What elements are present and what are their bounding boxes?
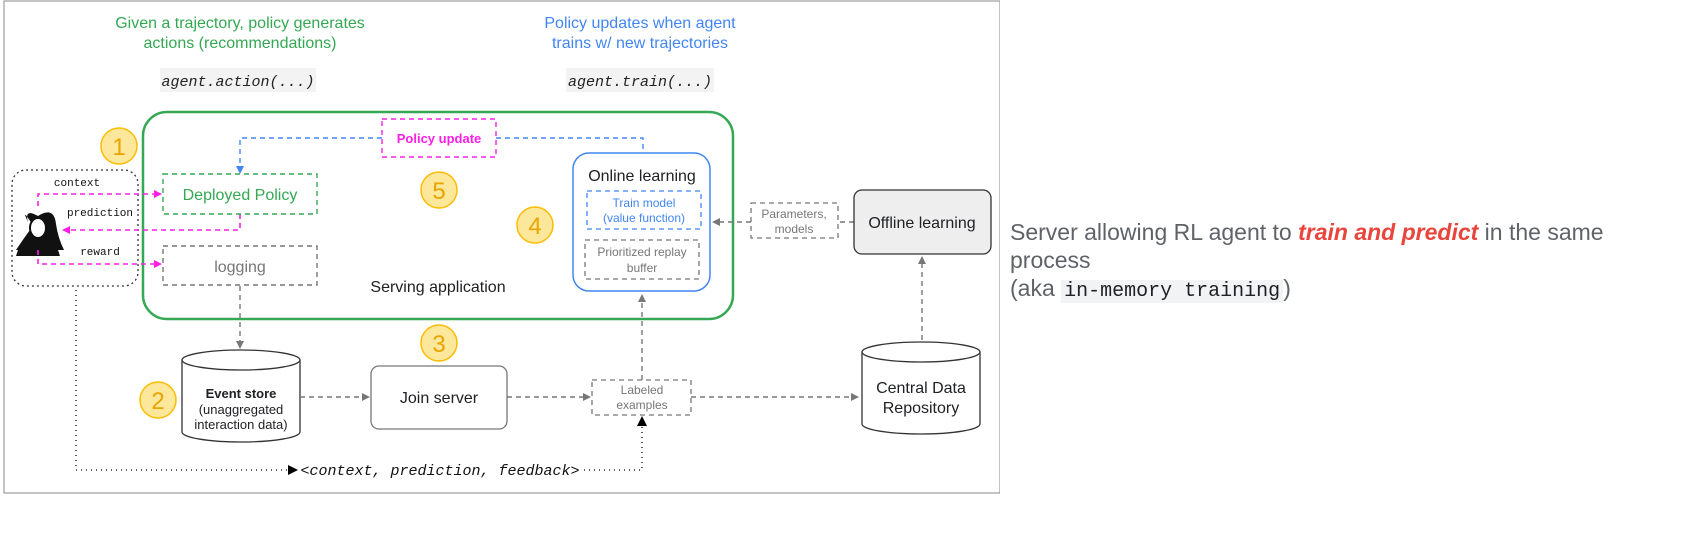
event-store-line1: Event store (206, 386, 277, 401)
header-left-code-bg (160, 68, 316, 92)
user-reward-label: reward (80, 247, 120, 259)
architecture-diagram: Given a trajectory, policy generates act… (3, 0, 1000, 494)
central-repository-cylinder (861, 341, 981, 435)
header-left-line1: Given a trajectory, policy generates (115, 15, 365, 32)
replay-buffer-line2: buffer (627, 261, 657, 275)
labeled-examples-line2: examples (616, 398, 667, 412)
train-model-box (586, 190, 702, 230)
parameters-line2: models (775, 222, 814, 236)
replay-buffer-line1: Prioritized replay (597, 245, 686, 259)
policy-update-line-right (496, 137, 644, 152)
reward-arrow (37, 250, 162, 268)
policy-update-box (381, 118, 497, 158)
central-repository-line1: Central Data (876, 380, 966, 397)
step-1-badge: 1 (100, 127, 138, 165)
deployed-policy-box (162, 173, 318, 215)
offline-learning-label: Offline learning (868, 215, 975, 232)
event-store-cylinder (181, 349, 301, 443)
serving-application-label: Serving application (370, 279, 505, 296)
context-arrow (37, 190, 162, 206)
logging-label: logging (214, 259, 266, 276)
caption-highlight: train and predict (1298, 219, 1479, 245)
step-2-badge: 2 (139, 381, 177, 419)
train-model-line2: (value function) (603, 211, 685, 225)
step-5-label: 5 (432, 178, 445, 205)
step-5-badge: 5 (420, 171, 458, 209)
step-4-label: 4 (528, 213, 541, 240)
step-3-badge: 3 (420, 324, 458, 362)
event-store-line2: (unaggregated (199, 402, 284, 417)
feedback-line-left (75, 290, 298, 475)
replay-buffer-box (584, 239, 700, 280)
user-prediction-label: prediction (67, 208, 133, 220)
event-store-line3: interaction data) (194, 417, 287, 432)
caption-line2-after: ) (1283, 275, 1291, 301)
caption-line2-before: (aka (1010, 275, 1062, 301)
header-right-code: agent.train(...) (568, 74, 712, 91)
join-server-label: Join server (400, 390, 479, 407)
offline-learning-box (853, 189, 992, 255)
policy-update-arrow (236, 137, 382, 174)
step-3-label: 3 (432, 331, 445, 358)
logging-box (162, 245, 318, 286)
central-repository-line2: Repository (883, 400, 959, 417)
caption-before: Server allowing RL agent to (1010, 219, 1299, 245)
header-right-line1: Policy updates when agent (544, 15, 736, 32)
caption: Server allowing RL agent to train and pr… (1010, 218, 1680, 306)
step-1-label: 1 (112, 134, 125, 161)
parameters-line1: Parameters, (761, 207, 826, 221)
header-left-line2: actions (recommendations) (144, 35, 337, 52)
feedback-label: <context, prediction, feedback> (300, 463, 579, 480)
train-model-line1: Train model (613, 196, 676, 210)
header-right-line2: trains w/ new trajectories (552, 35, 728, 52)
caption-code: in-memory training (1061, 280, 1284, 303)
user-context-label: context (54, 178, 100, 190)
caption-after: in the same process (1010, 219, 1604, 273)
person-icon (16, 212, 64, 256)
online-learning-box (572, 152, 711, 292)
deployed-policy-label: Deployed Policy (183, 187, 298, 204)
serving-application-box (141, 110, 735, 321)
diagram-frame (3, 0, 1000, 494)
step-2-label: 2 (151, 388, 164, 415)
labeled-examples-line1: Labeled (621, 383, 664, 397)
policy-update-label: Policy update (397, 131, 482, 146)
header-right-code-bg (566, 68, 714, 92)
feedback-line-right (584, 416, 647, 471)
parameters-box (750, 202, 839, 239)
online-learning-title: Online learning (588, 168, 696, 185)
step-4-badge: 4 (516, 206, 554, 244)
header-left-code: agent.action(...) (161, 74, 314, 91)
labeled-examples-box (591, 379, 692, 416)
